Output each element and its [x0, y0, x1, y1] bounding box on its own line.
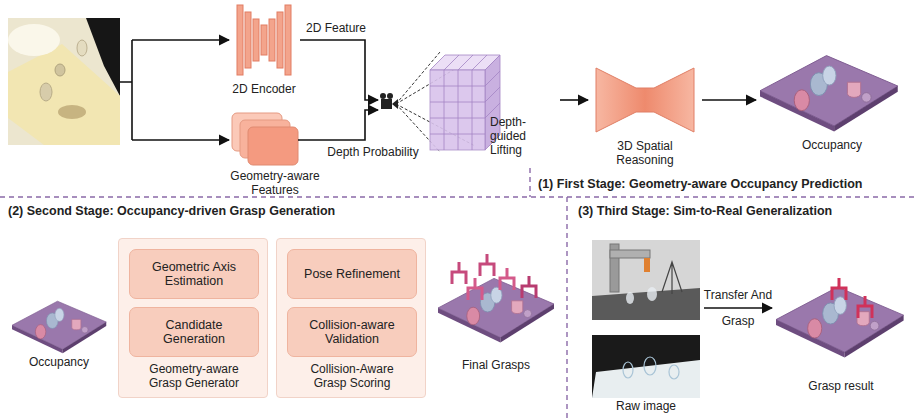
stage-title: (1) First Stage: Geometry-aware Occupanc… [538, 177, 862, 191]
photo-object [669, 365, 679, 379]
stage-title: (3) Third Stage: Sim-to-Real Generalizat… [578, 204, 832, 218]
robot-photo [592, 240, 700, 320]
node-label: Raw image [588, 400, 704, 414]
robot-gripper [644, 258, 650, 272]
branch-arrow [132, 139, 229, 141]
box-label: Geometric Axis Estimation [142, 260, 246, 289]
photo-table [592, 288, 700, 320]
result-view: Final Grasps [432, 245, 560, 377]
gripper-icon [452, 262, 466, 284]
box-label: Pose Refinement [304, 267, 400, 281]
photo-object [40, 83, 52, 101]
encoder-bar [269, 19, 275, 61]
photo-object [626, 292, 634, 304]
encoder-block: 2D Encoder [228, 3, 300, 100]
robot-arm [610, 250, 650, 258]
camera-icon [387, 93, 393, 99]
occupancy-view: Occupancy [756, 45, 908, 160]
photo-object [55, 64, 65, 76]
branch-arrow [132, 39, 229, 41]
edge-label: Depth Probability [318, 146, 428, 160]
voxel-lines [430, 55, 500, 150]
encoder-bar [245, 12, 251, 68]
module-panel: Geometry-aware Grasp Generator Geometric … [118, 238, 268, 398]
encoder-bar [261, 25, 267, 55]
stage-divider [0, 196, 914, 197]
raw-photo [592, 335, 700, 398]
flow-arrow [560, 99, 588, 101]
node-label: 2D Encoder [228, 83, 300, 97]
photo-light [8, 24, 60, 56]
box-label: Collision-aware Validation [300, 318, 404, 347]
encoder-bar [237, 5, 243, 75]
occupancy-view [760, 56, 898, 132]
gripper-icon [522, 276, 536, 298]
input-photo [8, 18, 120, 145]
panel-label: Geometry-aware Grasp Generator [139, 363, 249, 391]
module-panel: Collision-Aware Grasp Scoring Pose Refine… [276, 238, 426, 398]
tripod [662, 262, 682, 294]
node-label: Final Grasps [432, 359, 560, 373]
encoder-bar [253, 19, 259, 61]
node-label: Geometry-aware Features [205, 170, 345, 198]
gripper-icon [858, 296, 872, 318]
process-box: Pose Refinement [287, 249, 417, 299]
stage-divider [566, 197, 567, 420]
lifting-block: Depth-guided Lifting [378, 50, 560, 155]
feature-map [248, 127, 298, 165]
process-box: Collision-aware Validation [287, 307, 417, 357]
encoder-bar [277, 12, 283, 68]
stage-divider [529, 168, 530, 197]
photo-object [623, 362, 633, 378]
panel-label: Collision-Aware Grasp Scoring [297, 363, 407, 391]
node-label: Grasp result [772, 380, 910, 394]
edge-label: Transfer And Grasp [700, 282, 776, 334]
camera-icon [381, 99, 392, 109]
feature-lead [298, 139, 345, 141]
reasoning-network [596, 68, 694, 132]
encoder-bar [285, 5, 291, 75]
node-label: Occupancy [5, 356, 113, 370]
occupancy-view: Occupancy [5, 288, 113, 376]
flow-arrow [300, 40, 378, 100]
occupancy-view [776, 287, 904, 357]
flow-arrow [702, 99, 756, 101]
gripper-icon [468, 278, 482, 300]
photo-block: Raw image [588, 236, 704, 418]
voxel-grid [430, 70, 485, 150]
reasoning-block: 3D Spatial Reasoning [588, 62, 702, 162]
node-label: Depth-guided Lifting [490, 116, 560, 157]
photo-object [77, 40, 87, 56]
stage-title: (2) Second Stage: Occupancy-driven Grasp… [8, 204, 335, 218]
photo-object [647, 287, 657, 301]
photo-table [592, 360, 700, 398]
result-view: Grasp result [772, 258, 910, 398]
branch-line [120, 40, 132, 140]
camera-icon [392, 99, 398, 109]
flow-arrow [704, 307, 772, 309]
flow-arrow [345, 110, 378, 140]
photo-object [644, 357, 656, 375]
camera-icon [380, 93, 386, 99]
occupancy-view [12, 301, 106, 353]
photo-table [8, 44, 120, 145]
photo-object [58, 105, 86, 119]
node-label: Occupancy [756, 139, 908, 153]
feature-stack: Geometry-aware Features [205, 108, 345, 188]
gripper-icon [480, 254, 494, 276]
process-box: Geometric Axis Estimation [129, 249, 259, 299]
process-box: Candidate Generation [129, 307, 259, 357]
box-label: Candidate Generation [142, 318, 246, 347]
gripper-icon [832, 278, 846, 300]
gripper-icon [500, 268, 514, 290]
node-label: 3D Spatial Reasoning [588, 140, 702, 168]
edge-label: 2D Feature [303, 22, 369, 36]
